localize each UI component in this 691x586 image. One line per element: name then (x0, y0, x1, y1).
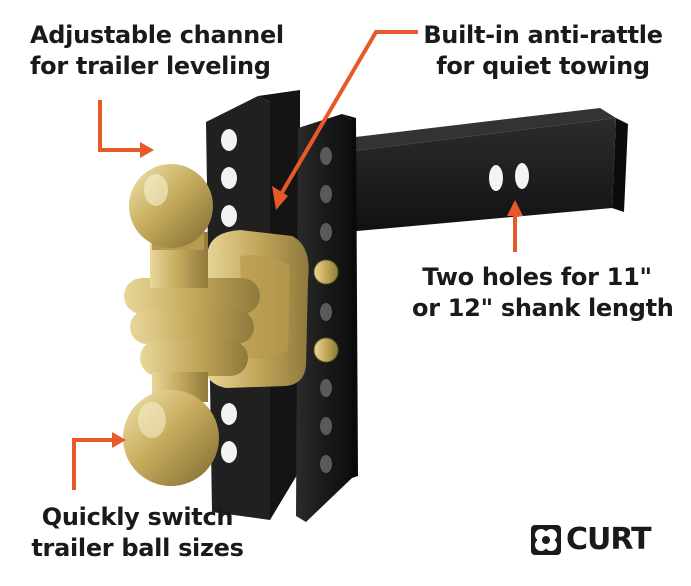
pin-head-icon (313, 337, 339, 363)
callout-line: trailer ball sizes (31, 534, 244, 562)
adjust-hole-icon (221, 167, 237, 189)
callout-shank-holes: Two holes for 11" or 12" shank length (412, 262, 674, 324)
adjust-hole-icon (221, 441, 237, 463)
arrow-rattle-icon (277, 30, 418, 199)
shank-hole-icon (515, 163, 529, 189)
pin-head-icon (313, 259, 339, 285)
callout-line: Two holes for 11" (422, 263, 652, 291)
adjust-hole-icon (221, 129, 237, 151)
callout-line: for trailer leveling (30, 52, 271, 80)
callout-line: Quickly switch (41, 503, 234, 531)
lower-hitch-ball (123, 390, 219, 486)
callout-ball-switch: Quickly switch trailer ball sizes (30, 502, 245, 564)
adjust-hole-icon (221, 205, 237, 227)
upper-hitch-ball (129, 164, 213, 250)
callout-adjustable-channel: Adjustable channel for trailer leveling (30, 20, 284, 82)
front-channel-plate (296, 114, 358, 522)
ball-mount-block (124, 230, 309, 402)
arrowhead-icon (140, 142, 154, 158)
arrow-ball-icon (72, 438, 114, 490)
brand-wordmark: CURT (566, 522, 652, 557)
shank-hole-icon (489, 165, 503, 191)
arrowhead-icon (272, 186, 288, 210)
shank-tube (330, 108, 628, 232)
callout-line: for quiet towing (436, 52, 650, 80)
callout-arrows (72, 30, 517, 490)
brand-logo: CURT (530, 522, 652, 557)
callout-anti-rattle: Built-in anti-rattle for quiet towing (418, 20, 668, 82)
callout-line: Adjustable channel (30, 21, 284, 49)
arrowhead-icon (507, 200, 523, 216)
adjust-hole-icon (221, 403, 237, 425)
callout-line: or 12" shank length (412, 294, 674, 322)
arrowhead-icon (112, 432, 126, 448)
callout-line: Built-in anti-rattle (423, 21, 663, 49)
curt-emblem-icon (531, 524, 561, 555)
arrow-channel-icon (98, 100, 142, 152)
